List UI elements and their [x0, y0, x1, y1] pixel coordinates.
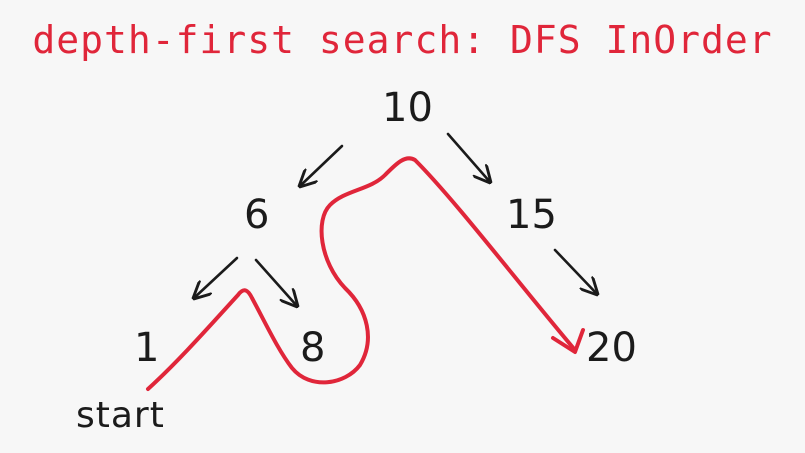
node-15: 15	[506, 192, 557, 238]
edge-10-15	[446, 132, 490, 182]
start-label: start	[76, 395, 165, 436]
node-10: 10	[382, 85, 433, 131]
traversal-arrowhead	[551, 328, 585, 354]
edge-15-20	[553, 248, 597, 294]
edge-6-8	[254, 258, 297, 306]
node-8: 8	[300, 325, 326, 371]
edge-10-6	[300, 144, 344, 186]
traversal-path	[146, 156, 577, 391]
node-20: 20	[586, 325, 637, 371]
diagram-title: depth-first search: DFS InOrder	[32, 18, 773, 62]
node-6: 6	[244, 192, 270, 238]
node-1: 1	[134, 325, 160, 371]
edge-6-1	[194, 256, 239, 298]
